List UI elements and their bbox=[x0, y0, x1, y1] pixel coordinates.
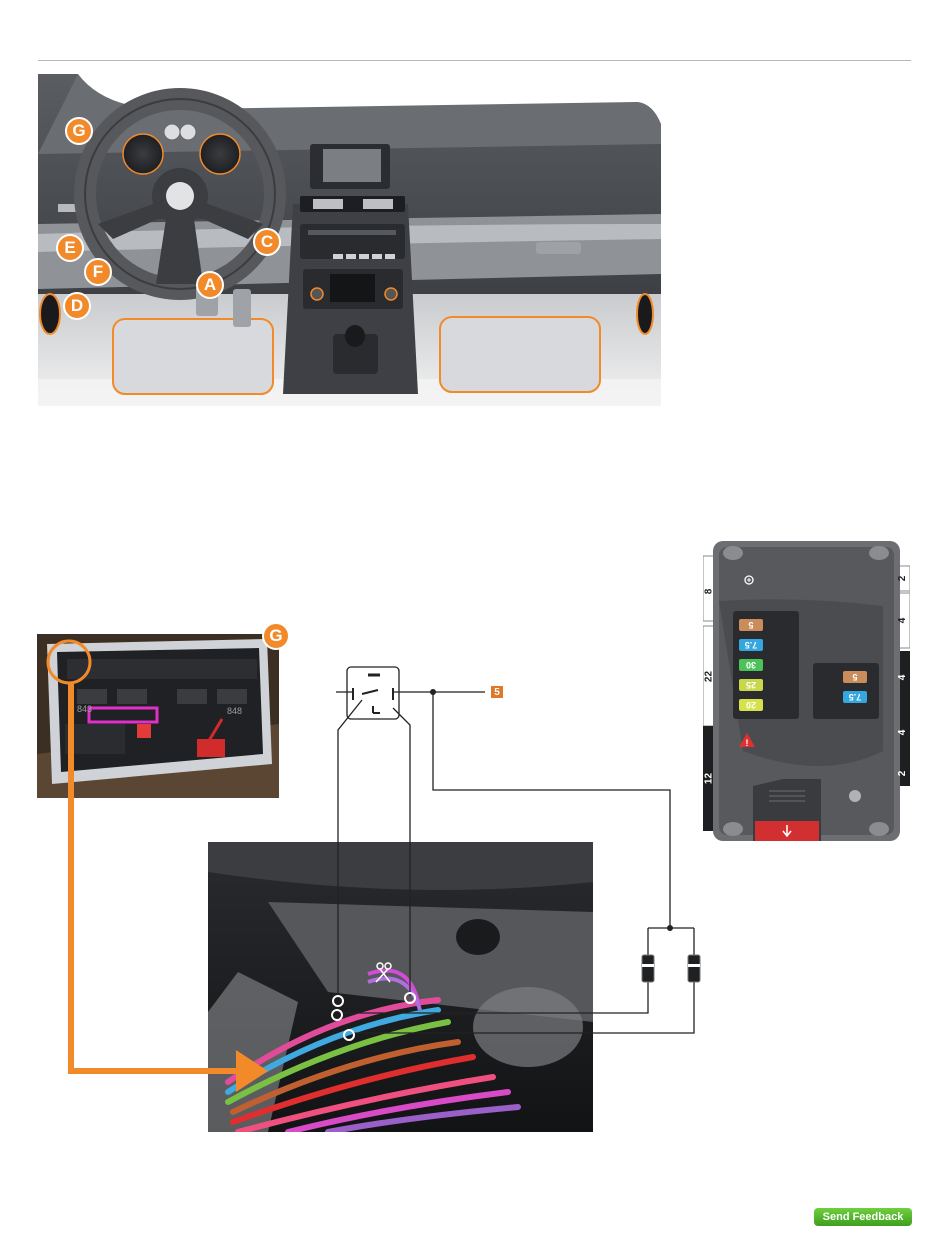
module-label-right-2: 4 bbox=[897, 613, 908, 628]
right-fuse-2: 7.5 bbox=[843, 691, 867, 703]
module-label-left-3: 12 bbox=[704, 771, 715, 787]
module-label-right-4: 4 bbox=[897, 725, 908, 740]
relay-symbol bbox=[347, 667, 399, 719]
callout-f: F bbox=[84, 258, 112, 286]
dashboard-illustration bbox=[38, 74, 661, 406]
inline-fuses bbox=[642, 955, 700, 982]
relay-terminal-badge: 5 bbox=[491, 686, 503, 698]
callout-c: C bbox=[253, 228, 281, 256]
callout-a: A bbox=[196, 271, 224, 299]
fuse-column-left: 5 7.5 30 25 20 bbox=[739, 619, 795, 719]
svg-text:!: ! bbox=[746, 738, 749, 748]
left-fuse-2: 7.5 bbox=[739, 639, 763, 651]
module-label-right-5: 2 bbox=[897, 766, 908, 781]
module-label-right-1: 2 bbox=[897, 571, 908, 586]
wiring-harness-photo bbox=[208, 842, 593, 1132]
right-fuse-1: 5 bbox=[843, 671, 867, 683]
module-label-left-1: 8 bbox=[704, 584, 715, 600]
callout-g-dashboard: G bbox=[65, 117, 93, 145]
callout-d: D bbox=[63, 292, 91, 320]
svg-text:848: 848 bbox=[227, 706, 242, 716]
left-fuse-5: 20 bbox=[739, 699, 763, 711]
header-rule bbox=[38, 60, 911, 61]
left-fuse-4: 25 bbox=[739, 679, 763, 691]
callout-g-photo: G bbox=[262, 622, 290, 650]
left-fuse-3: 30 bbox=[739, 659, 763, 671]
module-label-right-3: 4 bbox=[897, 670, 908, 685]
send-feedback-button[interactable]: Send Feedback bbox=[814, 1208, 912, 1226]
svg-text:843: 843 bbox=[77, 704, 92, 714]
left-fuse-1: 5 bbox=[739, 619, 763, 631]
fuse-box-photo: 843 848 bbox=[37, 634, 279, 798]
callout-e: E bbox=[56, 234, 84, 262]
module-label-left-2: 22 bbox=[704, 669, 715, 685]
